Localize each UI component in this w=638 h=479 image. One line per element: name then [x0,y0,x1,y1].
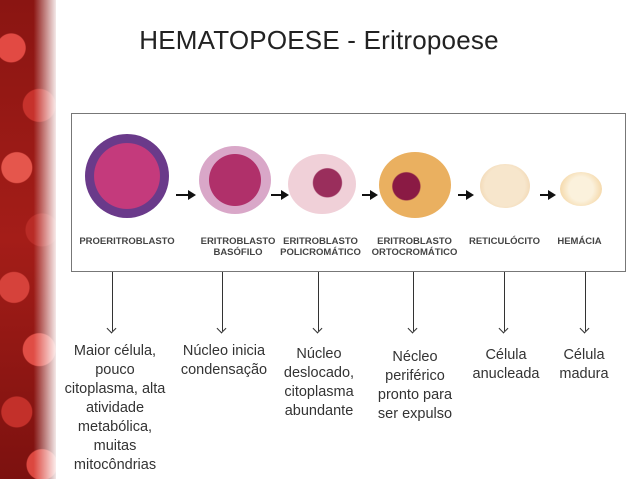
stage-label-orthochromatic: ERITROBLASTO ORTOCROMÁTICO [371,236,458,258]
down-arrow-4 [413,272,414,331]
stage-label-proerythroblast: PROERITROBLASTO [79,236,175,247]
down-arrow-1 [112,272,113,331]
down-arrow-6 [585,272,586,331]
down-arrow-5 [504,272,505,331]
reticulocyte-cell [480,164,530,208]
arrow-2 [271,190,289,200]
description-orthochromatic: Nécleo periférico pronto para ser expuls… [377,349,453,422]
description-basophilic: Núcleo inicia condensação [180,343,268,378]
description-proerythroblast: Maior célula, pouco citoplasma, alta ati… [64,343,166,473]
stage-label-reticulocyte: RETICULÓCITO [468,236,541,247]
page-title: HEMATOPOESE - Eritropoese [139,25,499,55]
arrow-1 [176,190,196,200]
arrow-5 [540,190,556,200]
down-arrow-2 [222,272,223,331]
proerythroblast-cell [85,134,169,218]
stage-label-basophilic: ERITROBLASTO BASÓFILO [200,236,276,258]
erythropoiesis-illustration: PROERITROBLASTO ERITROBLASTO BASÓFILO ER… [71,113,626,272]
description-red-blood-cell: Célula madura [559,347,609,382]
basophilic-erythroblast-cell [199,146,271,214]
arrow-4 [458,190,474,200]
red-blood-cell [560,172,602,206]
arrow-3 [362,190,378,200]
polychromatic-erythroblast-cell [288,154,356,214]
description-reticulocyte: Célula anucleada [472,347,540,382]
description-polychromatic: Núcleo deslocado, citoplasma abundante [283,346,355,419]
orthochromatic-erythroblast-cell [379,152,451,218]
stage-label-red-blood-cell: HEMÁCIA [557,236,602,247]
stage-label-polychromatic: ERITROBLASTO POLICROMÁTICO [280,236,361,258]
down-arrow-3 [318,272,319,331]
red-blood-cells-background [0,0,56,479]
